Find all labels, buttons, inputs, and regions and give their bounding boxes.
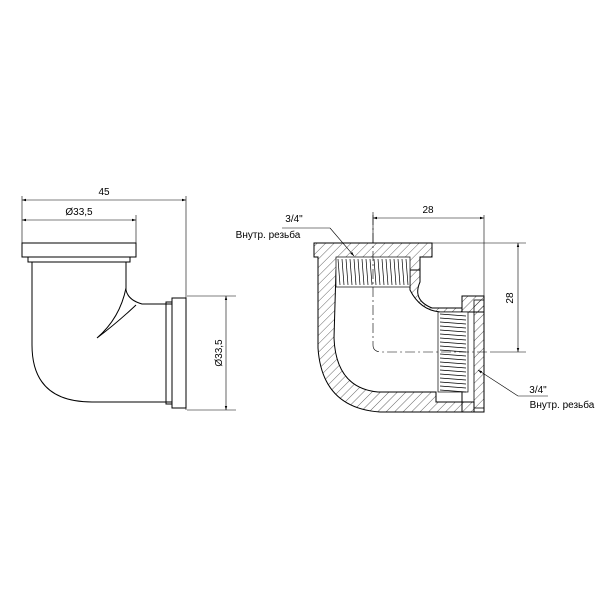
- exterior-view: [21, 196, 236, 411]
- thread-line: [439, 365, 467, 369]
- thread-line: [373, 258, 377, 286]
- thread-line: [439, 317, 467, 321]
- thread-line: [439, 333, 467, 337]
- dim-top-diameter: Ø33,5: [22, 207, 136, 222]
- thread-line: [439, 353, 467, 357]
- section-view: [313, 215, 490, 413]
- thread-line: [357, 258, 361, 286]
- dim-vertical: 28: [432, 242, 526, 353]
- thread-line: [377, 258, 381, 286]
- thread-line: [439, 325, 467, 329]
- thread-line: [405, 258, 409, 286]
- thread-line: [361, 258, 365, 286]
- thread-line: [337, 258, 341, 286]
- dim-vertical-label: 28: [505, 292, 516, 304]
- dim-horizontal: 28: [372, 205, 485, 296]
- callout-thread-side-label: Внутр. резьба: [530, 399, 595, 411]
- thread-line: [345, 258, 349, 286]
- dim-overall-width-label: 45: [98, 187, 110, 198]
- thread-line: [439, 389, 467, 393]
- thread-line: [439, 341, 467, 345]
- callout-thread-top-size: 3/4": [285, 214, 303, 225]
- dim-horizontal-label: 28: [422, 205, 434, 216]
- thread-line: [439, 349, 467, 353]
- callout-thread-side-size: 3/4": [529, 385, 547, 396]
- dim-side-diameter-label: Ø33,5: [214, 339, 225, 367]
- thread-line: [385, 258, 389, 286]
- thread-line: [439, 313, 467, 317]
- thread-line: [439, 369, 467, 373]
- thread-line: [439, 345, 467, 349]
- dim-overall-width: 45: [22, 187, 186, 202]
- callout-thread-side: 3/4" Внутр. резьба: [477, 369, 595, 411]
- thread-line: [439, 381, 467, 385]
- dim-side-diameter: Ø33,5: [214, 296, 228, 410]
- thread-line: [439, 329, 467, 333]
- thread-line: [439, 377, 467, 381]
- thread-line: [439, 385, 467, 389]
- thread-line: [439, 337, 467, 341]
- thread-line: [381, 258, 385, 286]
- callout-thread-top-label: Внутр. резьба: [236, 229, 301, 241]
- thread-line: [389, 258, 393, 286]
- callout-thread-top: 3/4" Внутр. резьба: [236, 214, 355, 257]
- thread-line: [353, 258, 357, 286]
- thread-line: [397, 258, 401, 286]
- thread-line: [393, 258, 397, 286]
- thread-line: [341, 258, 345, 286]
- thread-line: [439, 373, 467, 377]
- thread-line: [349, 258, 353, 286]
- thread-line: [439, 361, 467, 365]
- thread-line: [365, 258, 369, 286]
- thread-line: [439, 321, 467, 325]
- dim-top-diameter-label: Ø33,5: [65, 207, 93, 218]
- thread-line: [401, 258, 405, 286]
- thread-line: [439, 357, 467, 361]
- thread-line: [369, 258, 373, 286]
